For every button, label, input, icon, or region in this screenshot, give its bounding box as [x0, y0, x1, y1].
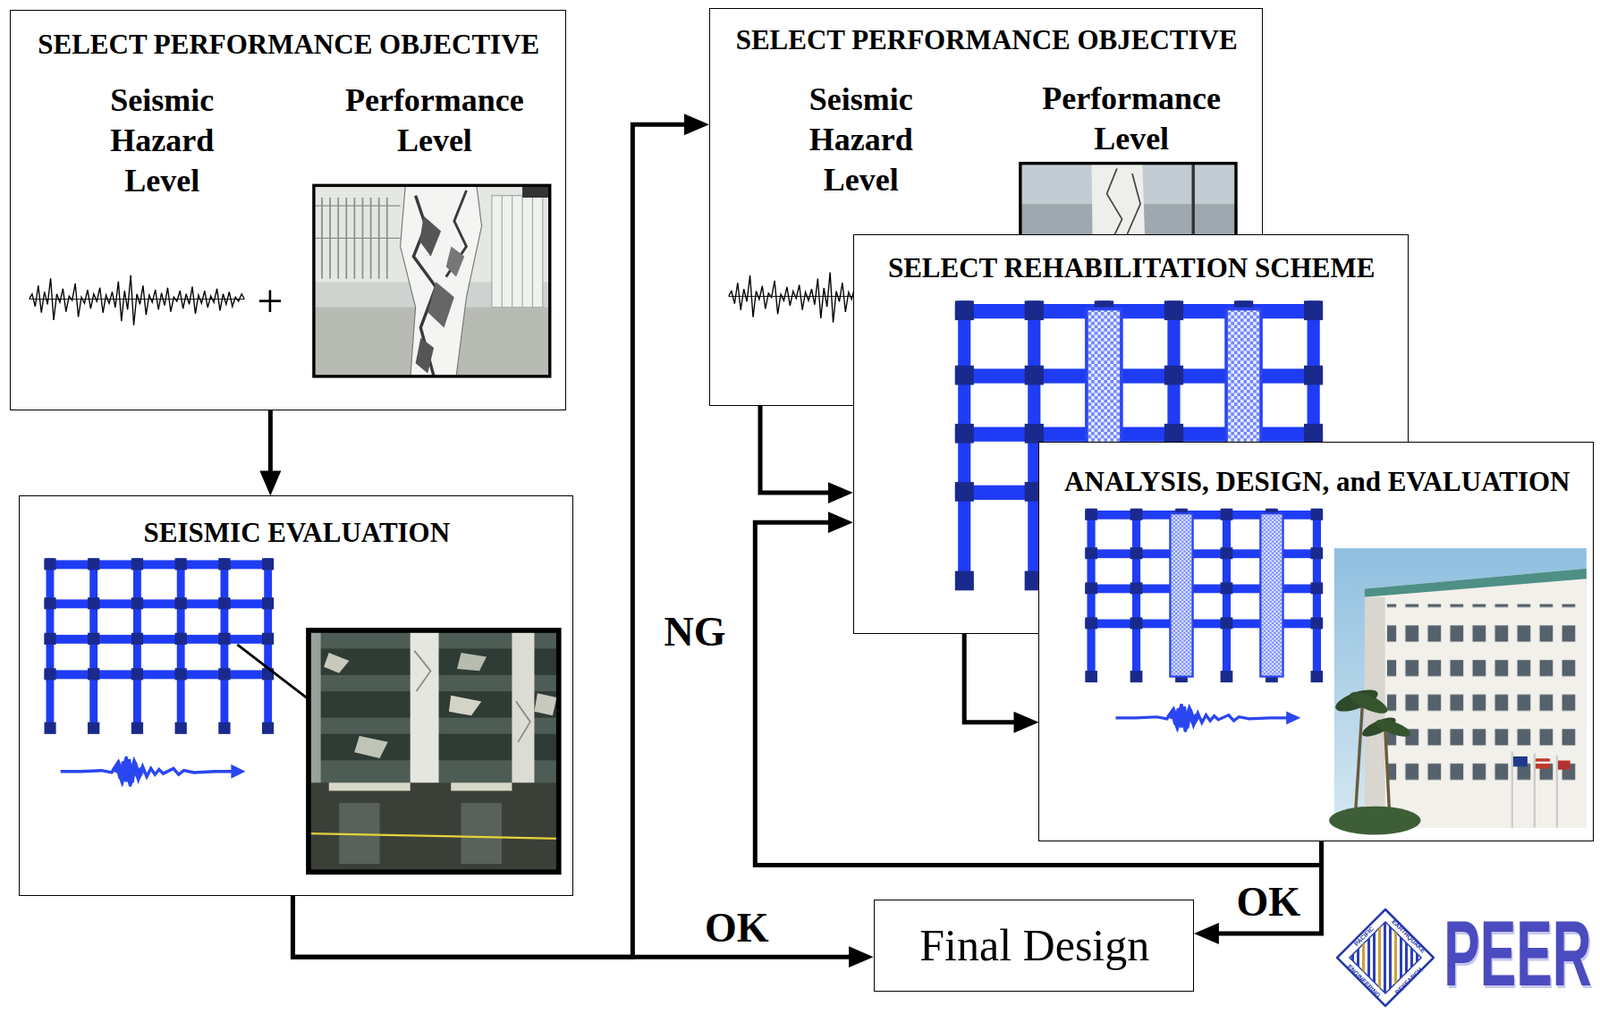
box-label: Final Design [881, 920, 1188, 973]
text-slot: SELECT PERFORMANCE OBJECTIVE [17, 27, 559, 61]
flow-arrow [964, 634, 1030, 723]
edge-label-holder: OK [702, 905, 772, 952]
text-slot: SELECT REHABILITATION SCHEME [861, 251, 1403, 285]
edge-label-holder: OK [1233, 879, 1304, 925]
label-holder: PEER [1443, 907, 1592, 1001]
flow-arrow [268, 410, 273, 488]
label-holder: EARTHQUAKE [1390, 918, 1427, 955]
flow-arrow [760, 406, 845, 493]
box-heading: SELECT REHABILITATION SCHEME [861, 251, 1403, 285]
box-subheading: Seismic Hazard Level [75, 80, 249, 202]
box-heading: SELECT PERFORMANCE OBJECTIVE [716, 23, 1258, 57]
analysis-illustration [1039, 442, 1593, 841]
box-heading: SEISMIC EVALUATION [31, 516, 562, 550]
text-slot: Performance Level [312, 80, 558, 161]
plus-sign: + [256, 278, 283, 325]
text-slot: Performance Level [1008, 78, 1254, 160]
box-heading: ANALYSIS, DESIGN, and EVALUATION [1046, 465, 1588, 499]
label-holder: RESEARCH [1394, 966, 1424, 997]
label-holder: PACIFIC [1353, 925, 1375, 948]
edge-label: OK [702, 905, 772, 952]
edge-label-holder: NG [660, 609, 729, 656]
objective-box: SELECT PERFORMANCE OBJECTIVE Seismic Haza… [9, 9, 567, 410]
logo-text: RESEARCH [1394, 966, 1424, 997]
text-slot: Final Design [881, 920, 1188, 973]
text-slot: SELECT PERFORMANCE OBJECTIVE [716, 23, 1258, 57]
logo-diamond [1336, 908, 1435, 1008]
logo-text: PACIFIC [1353, 925, 1375, 948]
text-slot: ANALYSIS, DESIGN, and EVALUATION [1046, 465, 1588, 499]
final-design-box: Final Design [873, 899, 1194, 992]
evaluation-box: SEISMIC EVALUATION [18, 495, 575, 896]
text-slot: Seismic Hazard Level [774, 79, 949, 201]
analysis-box: ANALYSIS, DESIGN, and EVALUATION [1038, 441, 1594, 842]
logo-text: EARTHQUAKE [1390, 918, 1427, 955]
edge-label: NG [660, 609, 729, 656]
flow-arrow [1202, 841, 1322, 934]
label-holder: + [256, 278, 283, 325]
logo-wordmark: PEER [1443, 907, 1592, 1001]
box-subheading: Seismic Hazard Level [774, 79, 949, 201]
box-subheading: Performance Level [1008, 78, 1254, 160]
text-slot: SEISMIC EVALUATION [31, 516, 562, 550]
label-holder: ENGINEERING [1346, 963, 1382, 999]
text-slot: Seismic Hazard Level [75, 80, 249, 202]
flow-arrow [292, 896, 864, 957]
evaluation-illustration [19, 496, 574, 895]
edge-label: OK [1233, 879, 1304, 925]
box-subheading: Performance Level [312, 80, 558, 161]
logo-text: ENGINEERING [1346, 963, 1382, 999]
box-heading: SELECT PERFORMANCE OBJECTIVE [17, 27, 559, 61]
objective-illustration [10, 10, 566, 409]
